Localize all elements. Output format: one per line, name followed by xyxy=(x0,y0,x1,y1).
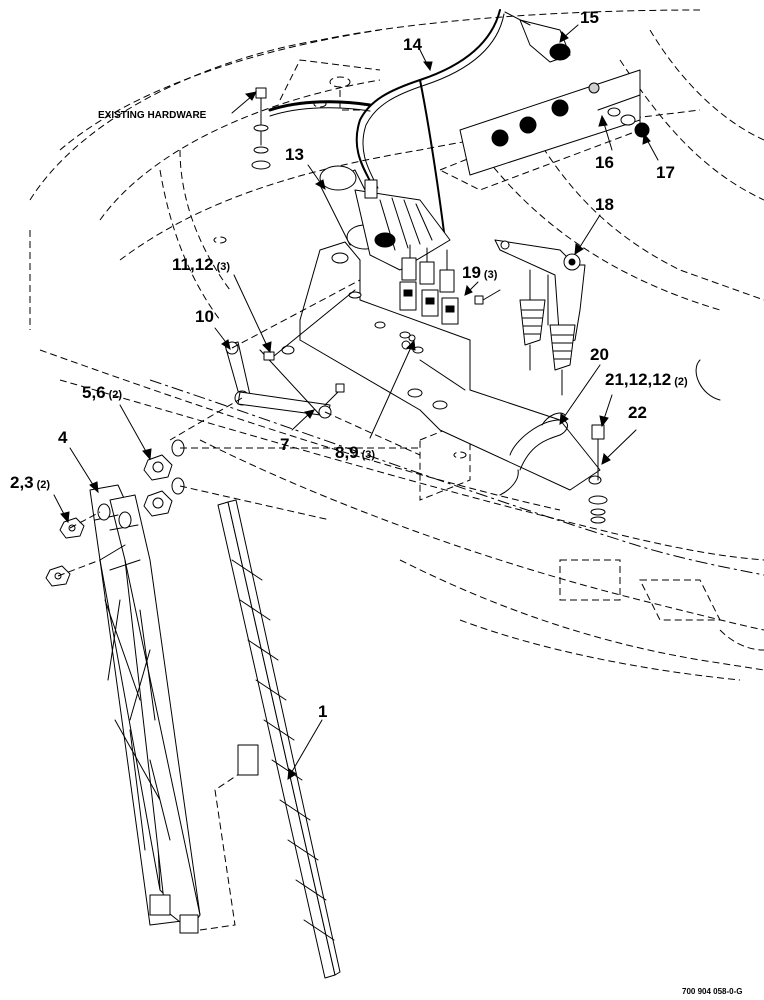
callout-20: 20 xyxy=(590,345,609,364)
mounting-bolt xyxy=(588,424,608,524)
pivot-assembly xyxy=(494,239,586,396)
switch-panel xyxy=(459,69,650,176)
callout-8-9: 8,9(3) xyxy=(335,443,375,462)
callout-13: 13 xyxy=(285,145,304,164)
switch-and-harness xyxy=(268,9,571,241)
callout-7: 7 xyxy=(280,435,289,454)
existing-hardware-label: EXISTING HARDWARE xyxy=(98,110,207,121)
callout-2-3: 2,3(2) xyxy=(10,473,50,492)
callout-22: 22 xyxy=(628,403,647,422)
linkage-arms xyxy=(169,279,421,456)
callout-leaders xyxy=(53,24,659,780)
existing-hardware-bolt xyxy=(251,87,271,170)
callout-15: 15 xyxy=(580,8,599,27)
drawing-number: 700 904 058-0-G xyxy=(682,987,743,996)
tie-wire xyxy=(499,412,568,496)
callout-14: 14 xyxy=(403,35,422,54)
callout-5-6: 5,6(2) xyxy=(82,383,122,402)
callout-18: 18 xyxy=(595,195,614,214)
arm-nuts-and-washers xyxy=(45,439,420,587)
wiper-blade xyxy=(217,499,341,979)
wire-connectors xyxy=(399,244,459,325)
callout-21-12-12: 21,12,12(2) xyxy=(605,370,688,389)
callout-labels: EXISTING HARDWARE 14 15 13 16 17 18 11,1… xyxy=(10,8,743,996)
callout-16: 16 xyxy=(595,153,614,172)
callout-10: 10 xyxy=(195,307,214,326)
callout-19: 19(3) xyxy=(462,263,498,282)
callout-4: 4 xyxy=(58,428,68,447)
callout-11-12: 11,12(3) xyxy=(172,255,230,274)
wiper-motor xyxy=(319,165,451,271)
callout-1: 1 xyxy=(318,702,327,721)
wiper-arm xyxy=(89,484,246,934)
callout-17: 17 xyxy=(656,163,675,182)
